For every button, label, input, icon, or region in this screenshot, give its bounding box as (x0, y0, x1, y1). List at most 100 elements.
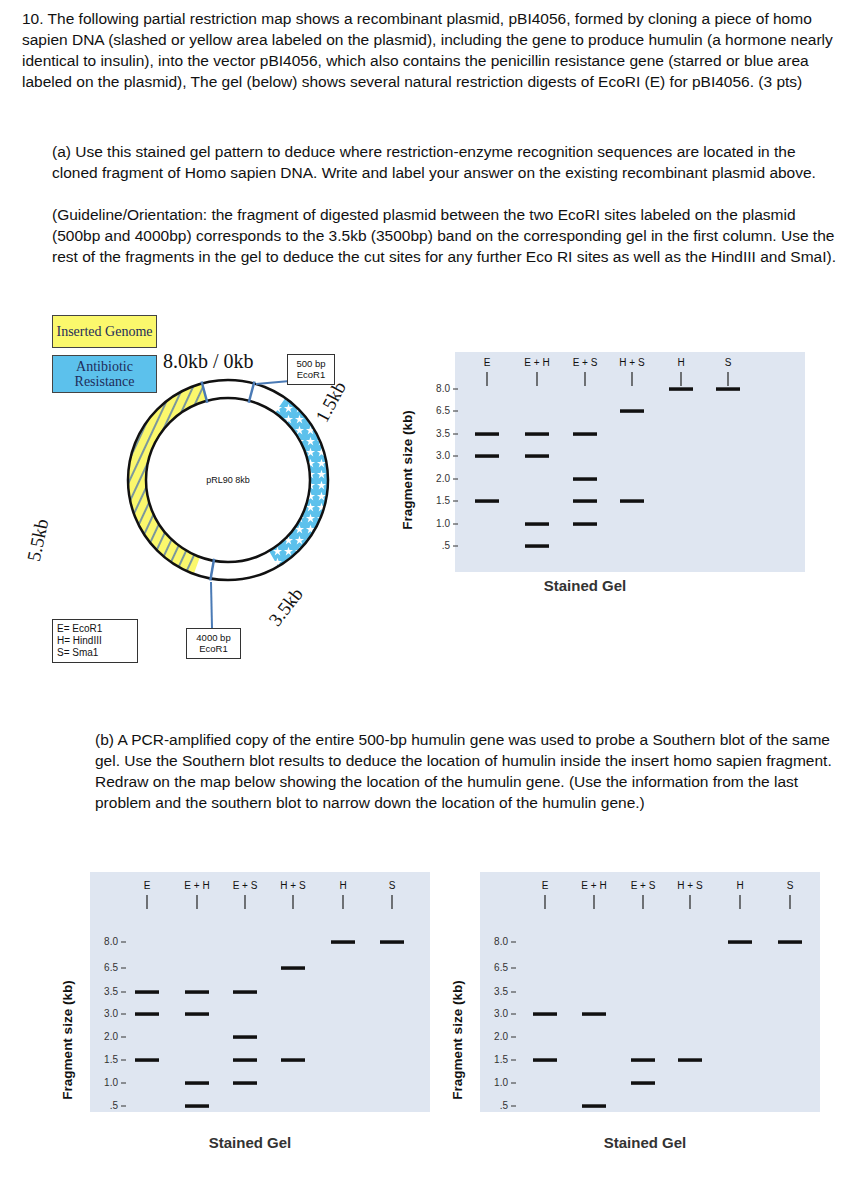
gel-band (582, 1012, 606, 1016)
legend-text: Antibiotic Resistance (53, 358, 156, 391)
tick-mark (121, 968, 126, 969)
site-box: 500 bp EcoR1 (287, 354, 335, 385)
well-marker (631, 372, 632, 386)
axis-tick: 1.5 (436, 495, 450, 507)
tick-mark (511, 992, 516, 993)
tick-mark (453, 501, 458, 502)
tick-mark (453, 434, 458, 435)
well-marker (146, 895, 147, 909)
gel (480, 872, 820, 1112)
gel-band (533, 1058, 557, 1062)
lane-label: S (725, 357, 732, 369)
well-marker (689, 895, 690, 909)
leader-line (211, 582, 212, 628)
axis-title: Fragment size (kb) (60, 980, 76, 1099)
gel-panel (480, 872, 820, 1112)
axis-tick: .5 (500, 1100, 508, 1112)
axis-tick: 8.0 (104, 936, 118, 948)
plasmid (128, 380, 328, 580)
axis-tick: .5 (442, 540, 450, 552)
site-marker (249, 381, 255, 402)
gel-band (573, 522, 597, 526)
legend-swatch: Antibiotic Resistance (52, 355, 157, 393)
question-text: (a) Use this stained gel pattern to dedu… (52, 141, 842, 183)
tick-mark (121, 1083, 126, 1084)
gel-band (533, 1012, 557, 1016)
gel-band (631, 1081, 655, 1085)
axis-tick: 3.5 (104, 986, 118, 998)
well-marker (789, 895, 790, 909)
tick-mark (511, 1037, 516, 1038)
tick-mark (121, 1106, 126, 1107)
gel-band (525, 454, 549, 458)
plasmid-outer-ring (128, 380, 328, 580)
lane-label: E + H (184, 880, 209, 892)
gel-band (573, 477, 597, 481)
axis-title: Fragment size (kb) (450, 980, 466, 1099)
resistance-gene-arc (269, 398, 328, 567)
well-marker (680, 372, 681, 386)
gel-band (620, 499, 644, 503)
tick-mark (511, 968, 516, 969)
tick-mark (121, 1037, 126, 1038)
gel-band (525, 522, 549, 526)
gel-band (525, 544, 549, 548)
axis-title: Fragment size (kb) (400, 410, 416, 529)
gel-band (582, 1104, 606, 1108)
gel-band (185, 990, 209, 994)
size-label: 3.5kb (264, 583, 308, 630)
inserted-genome-arc (128, 383, 207, 574)
gel-band (631, 1058, 655, 1062)
gel-caption: Stained Gel (209, 1134, 292, 1151)
gel-band (573, 432, 597, 436)
gel-panel (90, 872, 430, 1112)
tick-mark (453, 389, 458, 390)
well-marker (196, 895, 197, 909)
legend-text: Inserted Genome (53, 323, 155, 340)
well-marker (391, 895, 392, 909)
well-marker (342, 895, 343, 909)
node-text: E= EcoR1 (57, 623, 133, 635)
gel-band (185, 1081, 209, 1085)
lane-label: H + S (677, 880, 702, 892)
tick-mark (453, 411, 458, 412)
axis-tick: 6.5 (494, 962, 508, 974)
lane-label: E (542, 880, 549, 892)
lane-label: S (389, 880, 396, 892)
gel-band (233, 1035, 257, 1039)
lane-label: E + H (581, 880, 606, 892)
gel-band (185, 1104, 209, 1108)
gel-band (281, 1058, 305, 1062)
gel-band (233, 990, 257, 994)
site-marker (202, 381, 208, 402)
lane-label: H (339, 880, 346, 892)
gel-band (620, 409, 644, 413)
key-box: E= EcoR1H= HindIIIS= Sma1 (52, 619, 138, 663)
gel-band (475, 499, 499, 503)
lane-label: S (787, 880, 794, 892)
size-label: 5.5kb (23, 517, 53, 563)
tick-mark (511, 942, 516, 943)
axis-tick: 1.0 (436, 518, 450, 530)
site-box: 4000 bp EcoR1 (186, 628, 241, 659)
site-marker (210, 559, 214, 581)
lane-label: H (677, 357, 684, 369)
lane-label: E + S (573, 357, 598, 369)
tick-mark (453, 546, 458, 547)
axis-tick: 6.5 (104, 962, 118, 974)
gel-band (185, 1012, 209, 1016)
plasmid-inner-ring (146, 398, 310, 562)
well-marker (739, 895, 740, 909)
tick-mark (121, 1060, 126, 1061)
problem-text: 10. The following partial restriction ma… (22, 8, 837, 92)
axis-tick: 3.0 (436, 450, 450, 462)
node-text: 500 bp EcoR1 (292, 358, 330, 381)
well-marker (727, 372, 728, 386)
axis-tick: 3.5 (494, 986, 508, 998)
gel-band (135, 1058, 159, 1062)
gel-band (475, 432, 499, 436)
gel-band (669, 387, 693, 391)
axis-tick: 2.0 (436, 473, 450, 485)
gel-caption: Stained Gel (544, 577, 627, 594)
